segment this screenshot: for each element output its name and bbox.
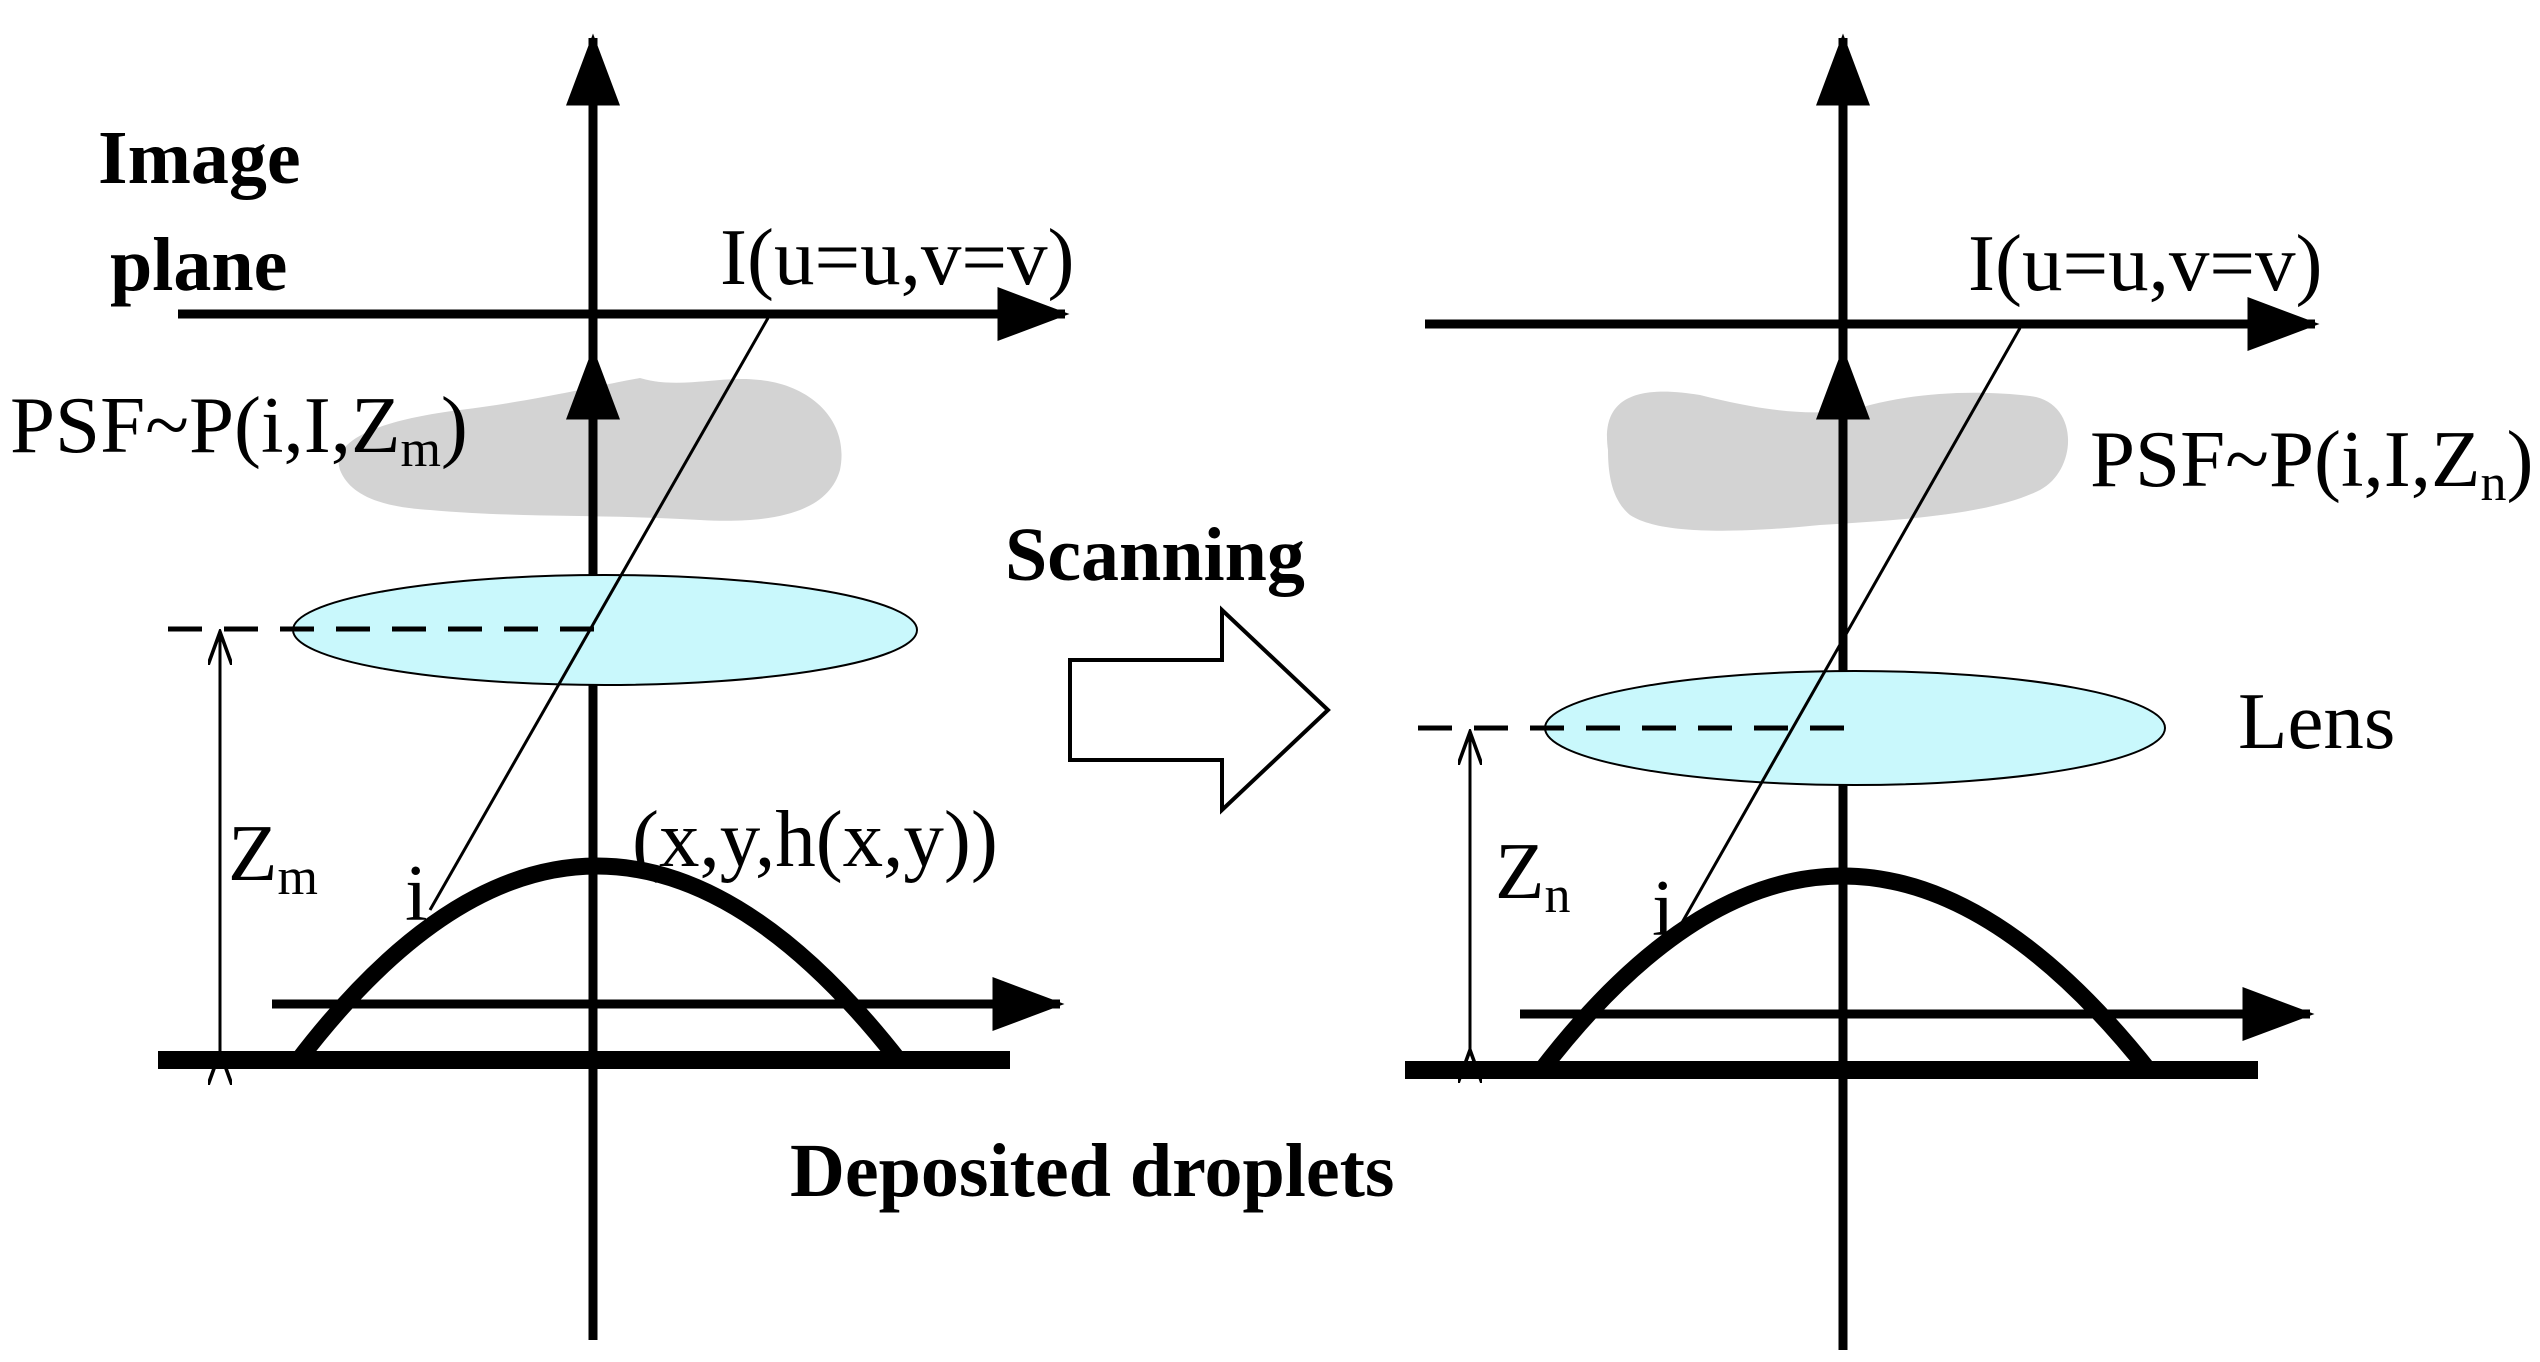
psf-label-left-main: PSF~P(i,I,Z: [10, 380, 400, 470]
image-point-label-left: I(u=u,v=v): [720, 212, 1075, 302]
lens-right: [1544, 670, 2166, 786]
zm-label: Zm: [228, 808, 318, 906]
scanning-label: Scanning: [1005, 513, 1305, 597]
lens-label: Lens: [2238, 676, 2395, 766]
surface-point-label: (x,y,h(x,y)): [632, 794, 998, 884]
psf-label-right-close: ): [2506, 414, 2533, 504]
psf-label-right-main: PSF~P(i,I,Z: [2090, 414, 2480, 504]
ray-left: [428, 317, 770, 911]
droplet-arc-right: [1533, 867, 2157, 1078]
droplet-arc-left: [290, 857, 907, 1068]
ray-right: [1673, 327, 2022, 936]
zn-label-main: Z: [1495, 826, 1544, 916]
psf-label-left: PSF~P(i,I,Zm): [10, 380, 468, 478]
zn-label: Zn: [1495, 826, 1570, 924]
lens-left: [292, 574, 918, 686]
object-point-label-left: i: [405, 848, 428, 938]
psf-label-left-sub: m: [400, 421, 440, 478]
zm-label-main: Z: [228, 808, 277, 898]
zm-label-sub: m: [277, 849, 317, 906]
left-panel: Image plane I(u=u,v=v) PSF~P(i,I,Zm) (x,…: [10, 33, 1075, 1340]
psf-label-right: PSF~P(i,I,Zn): [2090, 414, 2533, 512]
image-point-label-right: I(u=u,v=v): [1968, 218, 2323, 308]
psf-label-right-sub: n: [2480, 455, 2506, 512]
scanning-arrow: [1068, 605, 1331, 815]
right-panel: I(u=u,v=v) PSF~P(i,I,Zn) Lens Zn i: [1405, 33, 2533, 1350]
psf-label-left-close: ): [441, 380, 468, 470]
deposited-droplets-label: Deposited droplets: [790, 1129, 1395, 1213]
scanning-group: Scanning: [1005, 513, 1331, 815]
object-point-label-right: i: [1652, 863, 1675, 953]
image-plane-label-line2: plane: [110, 223, 287, 307]
zn-label-sub: n: [1544, 867, 1570, 924]
psf-blob-right: [1606, 391, 2069, 531]
image-plane-label-line1: Image: [98, 116, 301, 200]
